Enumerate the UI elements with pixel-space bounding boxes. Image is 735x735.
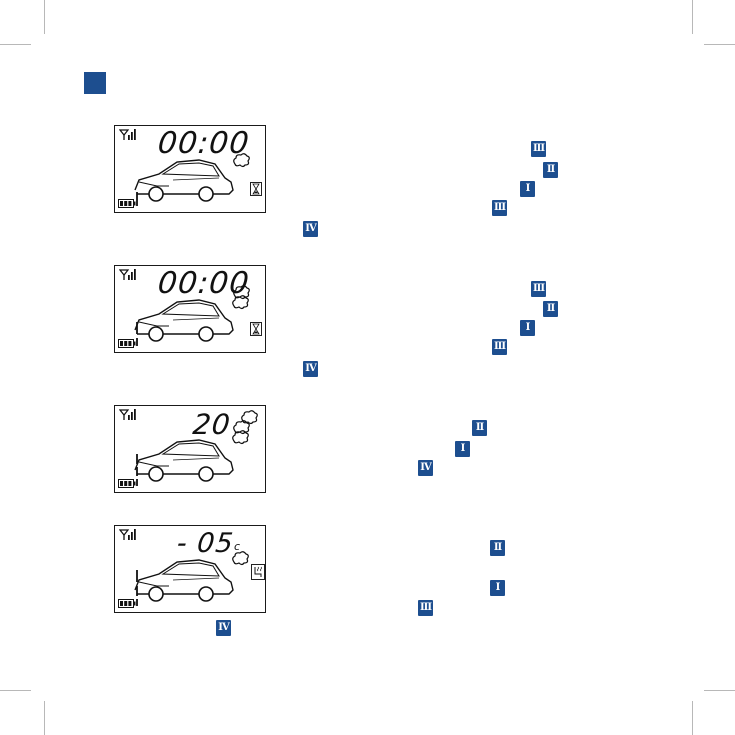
crop-mark [692, 0, 693, 34]
hourglass-icon [250, 322, 262, 336]
battery-icon [118, 339, 136, 348]
signal-icon [119, 129, 136, 140]
badge-iii: III [492, 200, 507, 216]
smoke-icon [232, 285, 250, 310]
badge-iii: III [418, 600, 433, 616]
battery-icon [118, 599, 136, 608]
lcd-display-3: 20 [114, 405, 266, 493]
car-icon [134, 439, 234, 482]
car-icon [134, 159, 234, 202]
crop-mark [692, 701, 693, 735]
badge-ii: II [543, 301, 558, 317]
lcd-display-4: - 05 c [114, 525, 266, 613]
badge-i: I [455, 441, 470, 457]
battery-icon [118, 479, 136, 488]
badge-i: I [520, 181, 535, 197]
badge-i: I [520, 320, 535, 336]
car-icon [134, 299, 234, 342]
crop-mark [0, 44, 31, 45]
signal-bar-lines [136, 570, 138, 606]
signal-bar-lines [136, 454, 138, 486]
badge-iv: IV [216, 620, 231, 636]
signal-bar-lines [136, 322, 138, 346]
badge-iv: IV [303, 361, 318, 377]
badge-ii: II [472, 420, 487, 436]
signal-icon [119, 529, 136, 540]
section-marker [84, 72, 106, 94]
crop-mark [704, 44, 735, 45]
badge-iii: III [492, 339, 507, 355]
crop-mark [704, 690, 735, 691]
signal-bar-lines [136, 192, 138, 206]
crop-mark [44, 701, 45, 735]
badge-i: I [490, 580, 505, 596]
signal-icon [119, 409, 136, 420]
battery-icon [118, 199, 136, 208]
smoke-icon [232, 551, 249, 566]
badge-iii: III [531, 281, 546, 297]
lcd-display-2: 00:00 [114, 265, 266, 353]
lcd-display-1: 00:00 [114, 125, 266, 213]
car-icon [134, 559, 234, 602]
signal-icon [119, 269, 136, 280]
smoke-icon [233, 153, 250, 168]
temperature-unit: c [234, 540, 241, 553]
smoke-icon [232, 410, 258, 445]
badge-iv: IV [303, 221, 318, 237]
seat-heat-icon [251, 564, 265, 580]
badge-ii: II [490, 540, 505, 556]
badge-iii: III [531, 141, 546, 157]
badge-ii: II [543, 162, 558, 178]
crop-mark [44, 0, 45, 34]
hourglass-icon [250, 182, 262, 196]
badge-iv: IV [418, 460, 433, 476]
crop-mark [0, 690, 31, 691]
